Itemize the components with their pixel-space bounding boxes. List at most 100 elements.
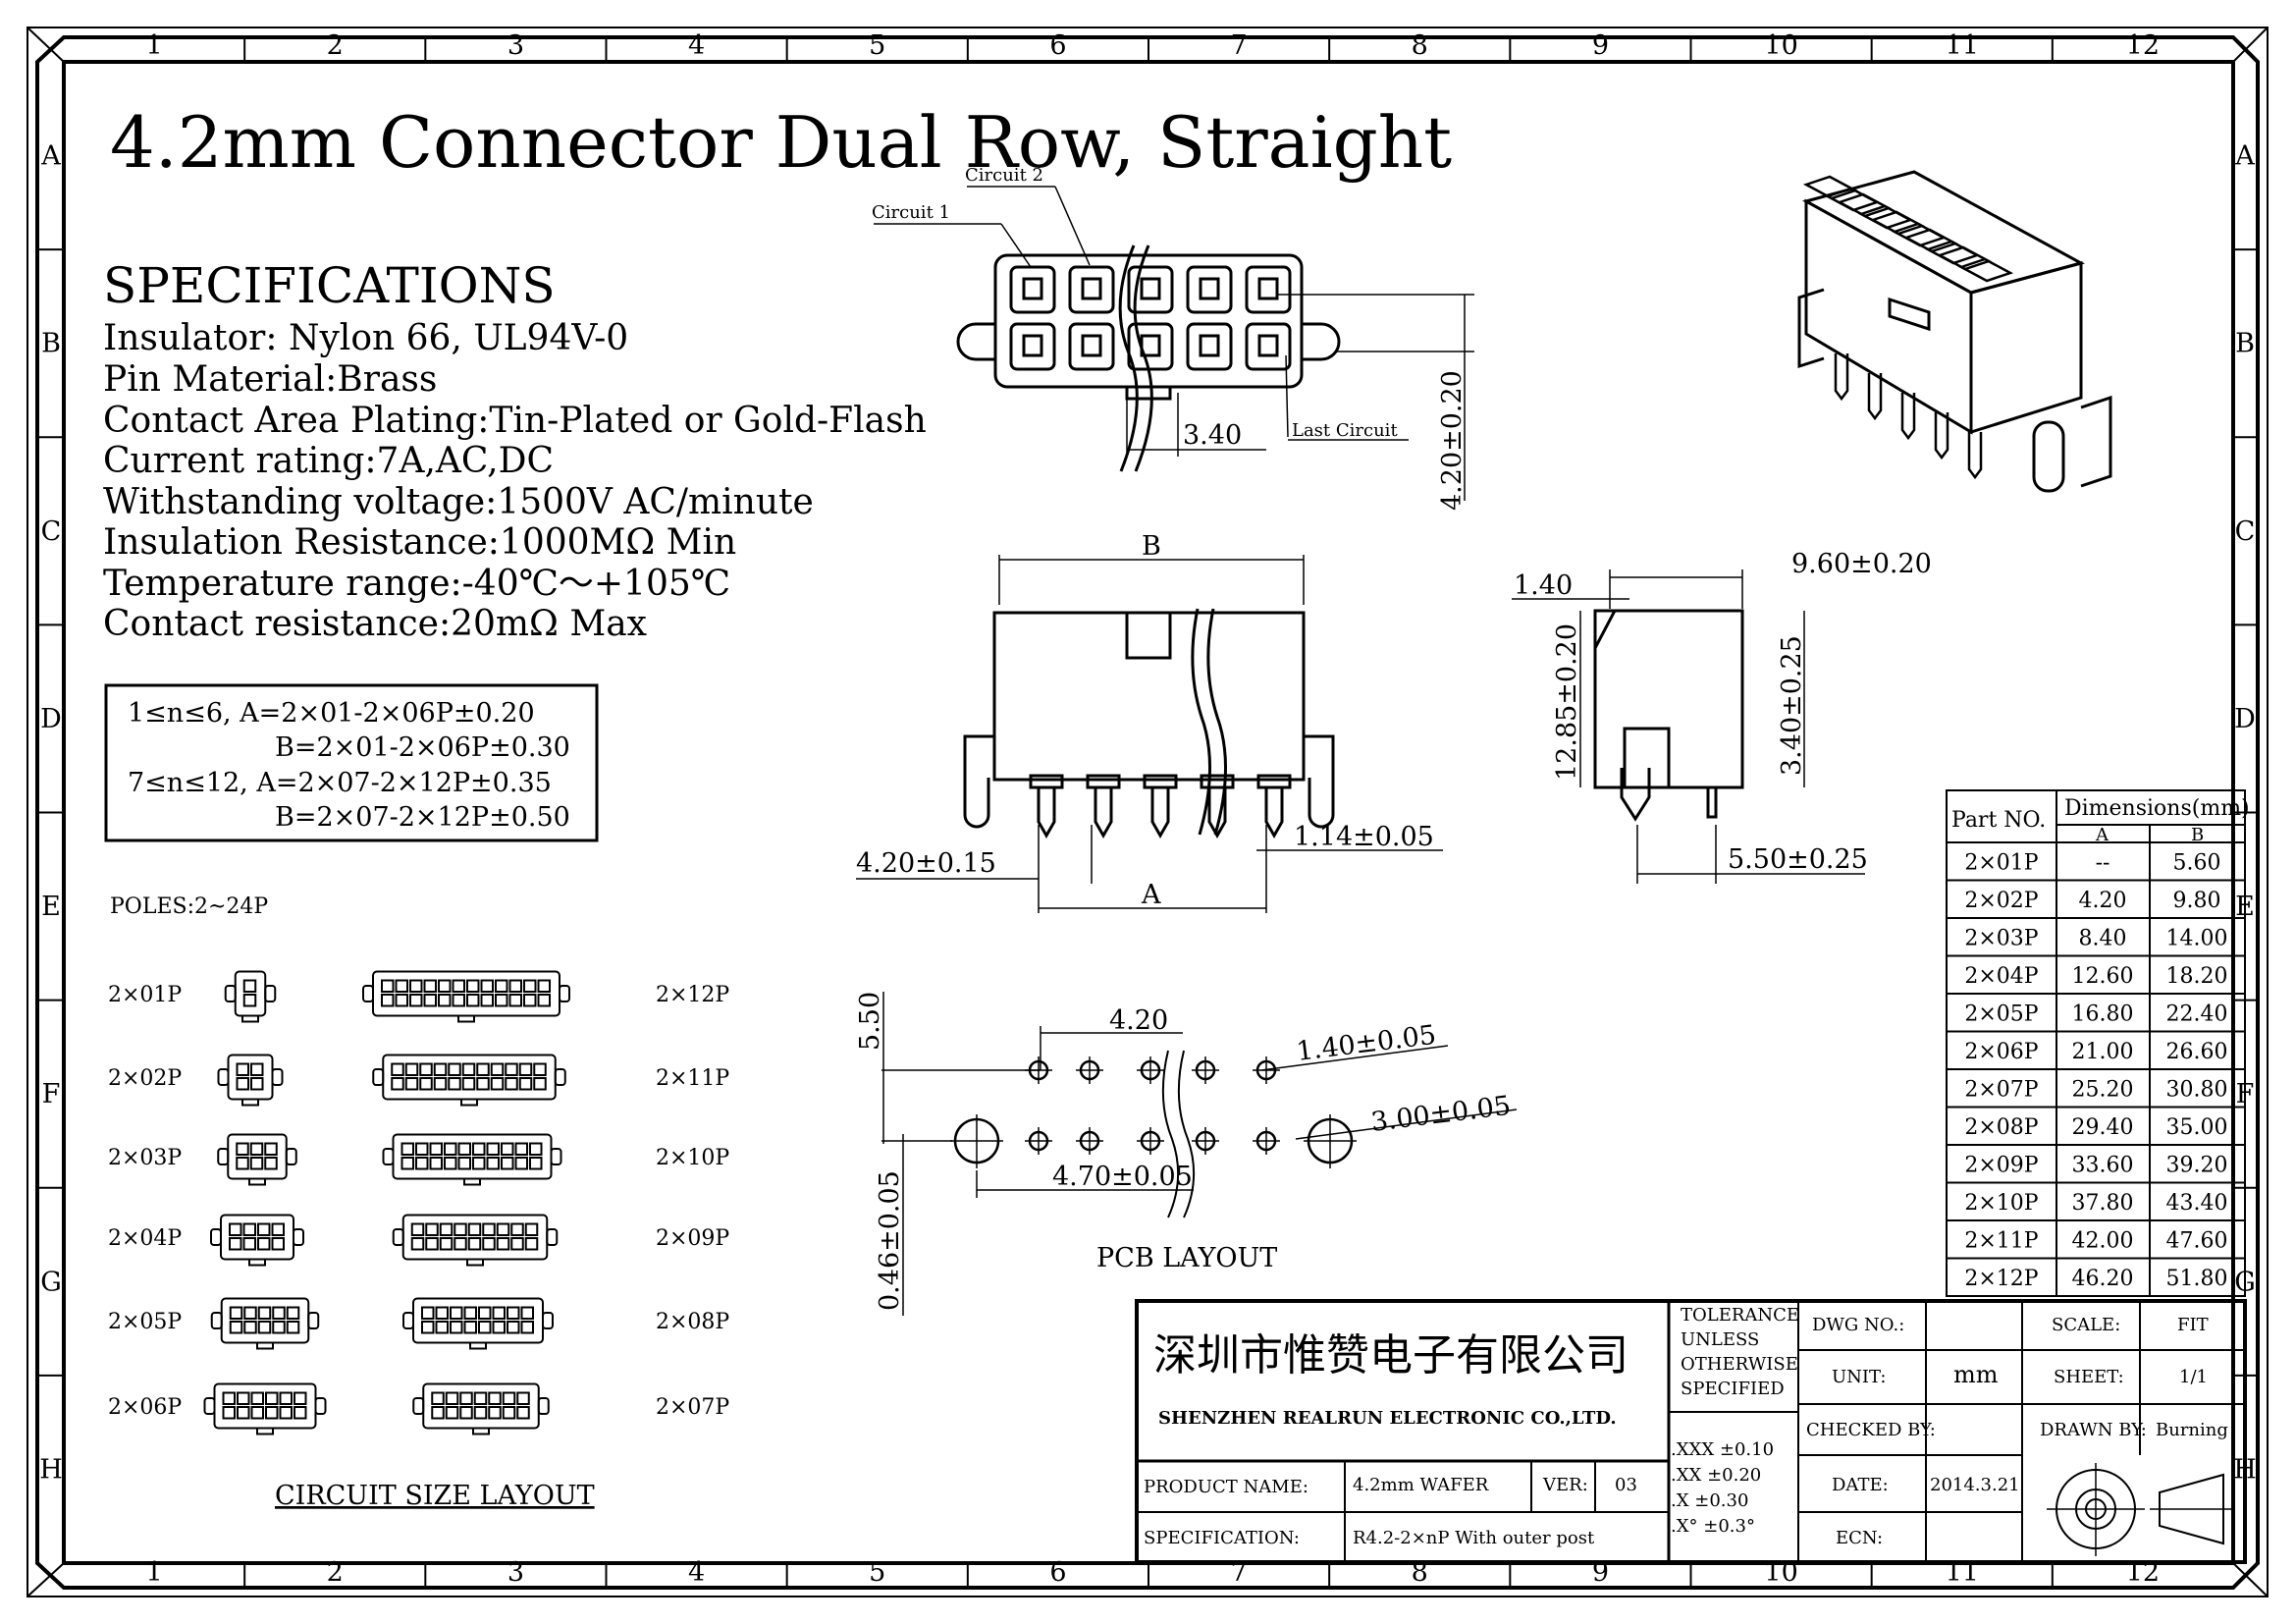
front-cavity bbox=[1245, 322, 1292, 371]
grid-col-label: 5 bbox=[869, 30, 885, 61]
connector-outline bbox=[217, 1054, 284, 1107]
scale-label: SCALE: bbox=[2052, 1315, 2120, 1335]
end-dim-3: 12.85±0.20 bbox=[1552, 623, 1582, 781]
front-cavity bbox=[1186, 322, 1233, 371]
circuit-label-left: 2×04P bbox=[108, 1226, 182, 1251]
grid-col-label: 9 bbox=[1592, 1557, 1609, 1588]
table-cell-a: 16.80 bbox=[2072, 1002, 2134, 1027]
date-label: DATE: bbox=[1832, 1475, 1889, 1495]
table-cell-a: 4.20 bbox=[2079, 889, 2127, 913]
pcb-dim-3: 1.40±0.05 bbox=[1295, 1020, 1438, 1067]
pcb-caption: PCB LAYOUT bbox=[1096, 1243, 1277, 1273]
table-cell-a: 37.80 bbox=[2072, 1191, 2134, 1216]
tol-line-3: 7≤n≤12, A=2×07-2×12P±0.35 bbox=[128, 768, 552, 798]
drawn-value: Burning bbox=[2156, 1420, 2228, 1440]
grid-row-label: C bbox=[41, 516, 62, 547]
tol-xx: .XX ±0.20 bbox=[1671, 1465, 1761, 1486]
circuit-size-layout: 2×01P2×02P2×03P2×04P2×05P2×06P2×12P2×11P… bbox=[108, 970, 729, 1435]
grid-row-label: G bbox=[40, 1267, 62, 1297]
front-contact bbox=[1081, 334, 1102, 357]
side-pin bbox=[1094, 787, 1113, 839]
table-cell-b: 26.60 bbox=[2166, 1040, 2228, 1064]
specs-heading: SPECIFICATIONS bbox=[103, 257, 556, 314]
dwg-no-label: DWG NO.: bbox=[1812, 1315, 1904, 1335]
spec-insulator: Insulator: Nylon 66, UL94V-0 bbox=[103, 318, 628, 358]
iso-pin bbox=[1834, 353, 1849, 402]
table-cell-a: -- bbox=[2096, 851, 2110, 876]
iso-cavity bbox=[1802, 175, 1859, 200]
circuit-label-left: 2×01P bbox=[108, 983, 182, 1007]
table-cell-a: 46.20 bbox=[2072, 1267, 2134, 1291]
circuit-label-left: 2×06P bbox=[108, 1395, 182, 1420]
grid-col-label: 9 bbox=[1592, 30, 1609, 61]
dimensions-table: Part NO. Dimensions(mm) A B 2×01P--5.602… bbox=[1946, 789, 2250, 1297]
side-pin-collar bbox=[1200, 774, 1235, 789]
table-cell-part: 2×02P bbox=[1964, 889, 2038, 913]
sheet-value: 1/1 bbox=[2179, 1367, 2208, 1387]
front-cavity bbox=[1127, 265, 1174, 314]
grid-col-label: 7 bbox=[1230, 1557, 1247, 1588]
side-dim-b: 1.14±0.05 bbox=[1294, 822, 1434, 852]
date-value: 2014.3.21 bbox=[1930, 1475, 2020, 1495]
ecn-label: ECN: bbox=[1836, 1528, 1883, 1548]
spec-plating: Contact Area Plating:Tin-Plated or Gold-… bbox=[103, 401, 927, 441]
table-cell-b: 5.60 bbox=[2173, 851, 2221, 876]
tol-header-2: UNLESS bbox=[1681, 1329, 1759, 1350]
table-col-dims: Dimensions(mm) bbox=[2064, 796, 2250, 821]
grid-col-label: 4 bbox=[688, 30, 705, 61]
table-cell-part: 2×07P bbox=[1964, 1078, 2038, 1103]
end-dim-1: 1.40 bbox=[1514, 570, 1573, 601]
side-pin bbox=[1037, 787, 1056, 839]
sheet-label: SHEET: bbox=[2054, 1367, 2124, 1387]
connector-outline bbox=[412, 1382, 550, 1435]
table-cell-b: 51.80 bbox=[2166, 1267, 2228, 1291]
tol-deg: .X° ±0.3° bbox=[1671, 1516, 1755, 1537]
side-pin-collar bbox=[1256, 774, 1292, 789]
pcb-layout bbox=[881, 992, 1518, 1316]
table-cell-b: 22.40 bbox=[2166, 1002, 2228, 1027]
grid-col-label: 7 bbox=[1230, 30, 1247, 61]
table-cell-b: 14.00 bbox=[2166, 927, 2228, 951]
grid-col-label: 6 bbox=[1049, 1557, 1066, 1588]
front-contact bbox=[1022, 334, 1043, 357]
front-cavity bbox=[1186, 265, 1233, 314]
table-cell-b: 43.40 bbox=[2166, 1191, 2228, 1216]
table-cell-b: 47.60 bbox=[2166, 1229, 2228, 1254]
end-dim-4: 3.40±0.25 bbox=[1777, 635, 1807, 776]
table-cell-a: 42.00 bbox=[2072, 1229, 2134, 1254]
front-cavity bbox=[1127, 322, 1174, 371]
table-cell-part: 2×09P bbox=[1964, 1154, 2038, 1178]
table-cell-b: 30.80 bbox=[2166, 1078, 2228, 1103]
circuit-label-right: 2×11P bbox=[656, 1066, 729, 1091]
front-pitch-dim: 3.40 bbox=[1183, 420, 1242, 451]
side-view bbox=[856, 555, 1443, 913]
table-cell-a: 8.40 bbox=[2079, 927, 2127, 951]
grid-col-label: 1 bbox=[145, 1557, 162, 1588]
grid-row-label: H bbox=[39, 1454, 63, 1485]
connector-outline bbox=[210, 1214, 304, 1267]
grid-row-label: A bbox=[2234, 141, 2255, 172]
table-cell-part: 2×08P bbox=[1964, 1115, 2038, 1140]
grid-col-label: 10 bbox=[1764, 30, 1797, 61]
front-contact bbox=[1022, 277, 1043, 300]
grid-col-label: 5 bbox=[869, 1557, 885, 1588]
side-pin-collar bbox=[1143, 774, 1178, 789]
grid-col-label: 8 bbox=[1412, 30, 1428, 61]
table-cell-part: 2×10P bbox=[1964, 1191, 2038, 1216]
tol-xxx: .XXX ±0.10 bbox=[1671, 1439, 1774, 1460]
side-a-label: A bbox=[1141, 880, 1161, 910]
front-contact bbox=[1257, 277, 1279, 300]
ver-value: 03 bbox=[1615, 1475, 1637, 1495]
front-cavity bbox=[1245, 265, 1292, 314]
grid-col-label: 11 bbox=[1946, 30, 1979, 61]
side-b-label: B bbox=[1142, 531, 1161, 562]
company-name-en: SHENZHEN REALRUN ELECTRONIC CO.,LTD. bbox=[1158, 1408, 1617, 1429]
table-col-a: A bbox=[2095, 825, 2109, 845]
table-col-b: B bbox=[2191, 825, 2204, 845]
spec-value: R4.2-2×nP With outer post bbox=[1353, 1528, 1595, 1548]
tol-header-4: SPECIFIED bbox=[1681, 1379, 1785, 1399]
grid-row-label: D bbox=[2234, 704, 2256, 734]
pcb-dim-2: 4.20 bbox=[1109, 1005, 1168, 1036]
grid-col-label: 2 bbox=[327, 30, 344, 61]
